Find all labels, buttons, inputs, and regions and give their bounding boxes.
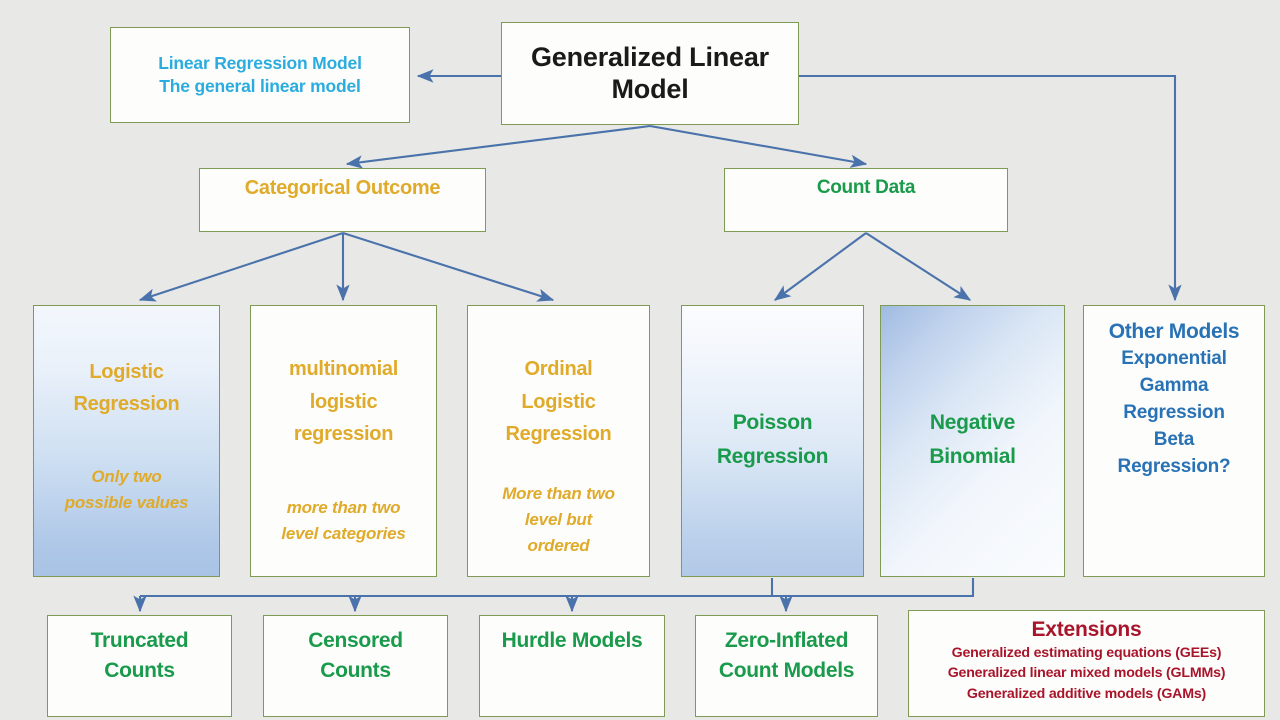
- edge-bottom-bus-line: [140, 578, 975, 598]
- node-extension-list: Generalized estimating equations (GEEs) …: [947, 645, 1226, 702]
- node-hurdle-models[interactable]: Hurdle Models: [479, 615, 665, 717]
- node-negative-binomial[interactable]: Negative Binomial: [880, 305, 1065, 577]
- node-label: Hurdle Models: [501, 629, 643, 652]
- node-subtitle: Only two possible values: [64, 467, 189, 513]
- edge-count-to-poisson: [773, 232, 867, 301]
- node-ordinal-logistic-regression[interactable]: Ordinal Logistic Regression More than tw…: [467, 305, 650, 577]
- node-title: multinomial logistic regression: [289, 358, 398, 446]
- edge-count-to-negative-binomial: [865, 232, 972, 301]
- node-zero-inflated-count-models[interactable]: Zero-Inflated Count Models: [695, 615, 878, 717]
- node-count-data[interactable]: Count Data: [724, 168, 1008, 232]
- node-title: Extensions: [1031, 618, 1142, 641]
- node-label: Count Data: [816, 177, 916, 198]
- node-poisson-regression[interactable]: Poisson Regression: [681, 305, 864, 577]
- node-title: Logistic Regression: [73, 361, 180, 415]
- edge-categorical-to-logistic: [138, 232, 344, 302]
- node-logistic-regression[interactable]: Logistic Regression Only two possible va…: [33, 305, 220, 577]
- node-title: Poisson Regression: [716, 411, 829, 468]
- edge-glm-to-count-data: [649, 124, 868, 168]
- node-title: Other Models: [1108, 320, 1240, 343]
- node-label: Linear Regression Model The general line…: [158, 52, 362, 96]
- edge-categorical-to-ordinal: [342, 231, 555, 302]
- node-generalized-linear-model[interactable]: Generalized Linear Model: [501, 22, 799, 125]
- node-subtitle: More than two level but ordered: [502, 483, 615, 556]
- node-extensions[interactable]: Extensions Generalized estimating equati…: [908, 610, 1265, 717]
- node-categorical-outcome[interactable]: Categorical Outcome: [199, 168, 486, 232]
- node-label: Categorical Outcome: [244, 177, 441, 199]
- node-censored-counts[interactable]: Censored Counts: [263, 615, 448, 717]
- node-truncated-counts[interactable]: Truncated Counts: [47, 615, 232, 717]
- node-title: Ordinal Logistic Regression: [505, 358, 612, 446]
- node-label: Generalized Linear Model: [531, 42, 769, 104]
- node-title: Negative Binomial: [929, 411, 1016, 468]
- node-label: Censored Counts: [308, 629, 403, 682]
- node-subtitle: more than two level categories: [281, 497, 406, 544]
- node-other-models[interactable]: Other Models Exponential Gamma Regressio…: [1083, 305, 1265, 577]
- node-label: Zero-Inflated Count Models: [718, 629, 855, 682]
- node-linear-regression-model[interactable]: Linear Regression Model The general line…: [110, 27, 410, 123]
- edge-glm-to-categorical: [345, 124, 651, 169]
- node-model-list: Exponential Gamma Regression Beta Regres…: [1117, 348, 1231, 478]
- node-label: Truncated Counts: [90, 629, 189, 682]
- node-multinomial-logistic-regression[interactable]: multinomial logistic regression more tha…: [250, 305, 437, 577]
